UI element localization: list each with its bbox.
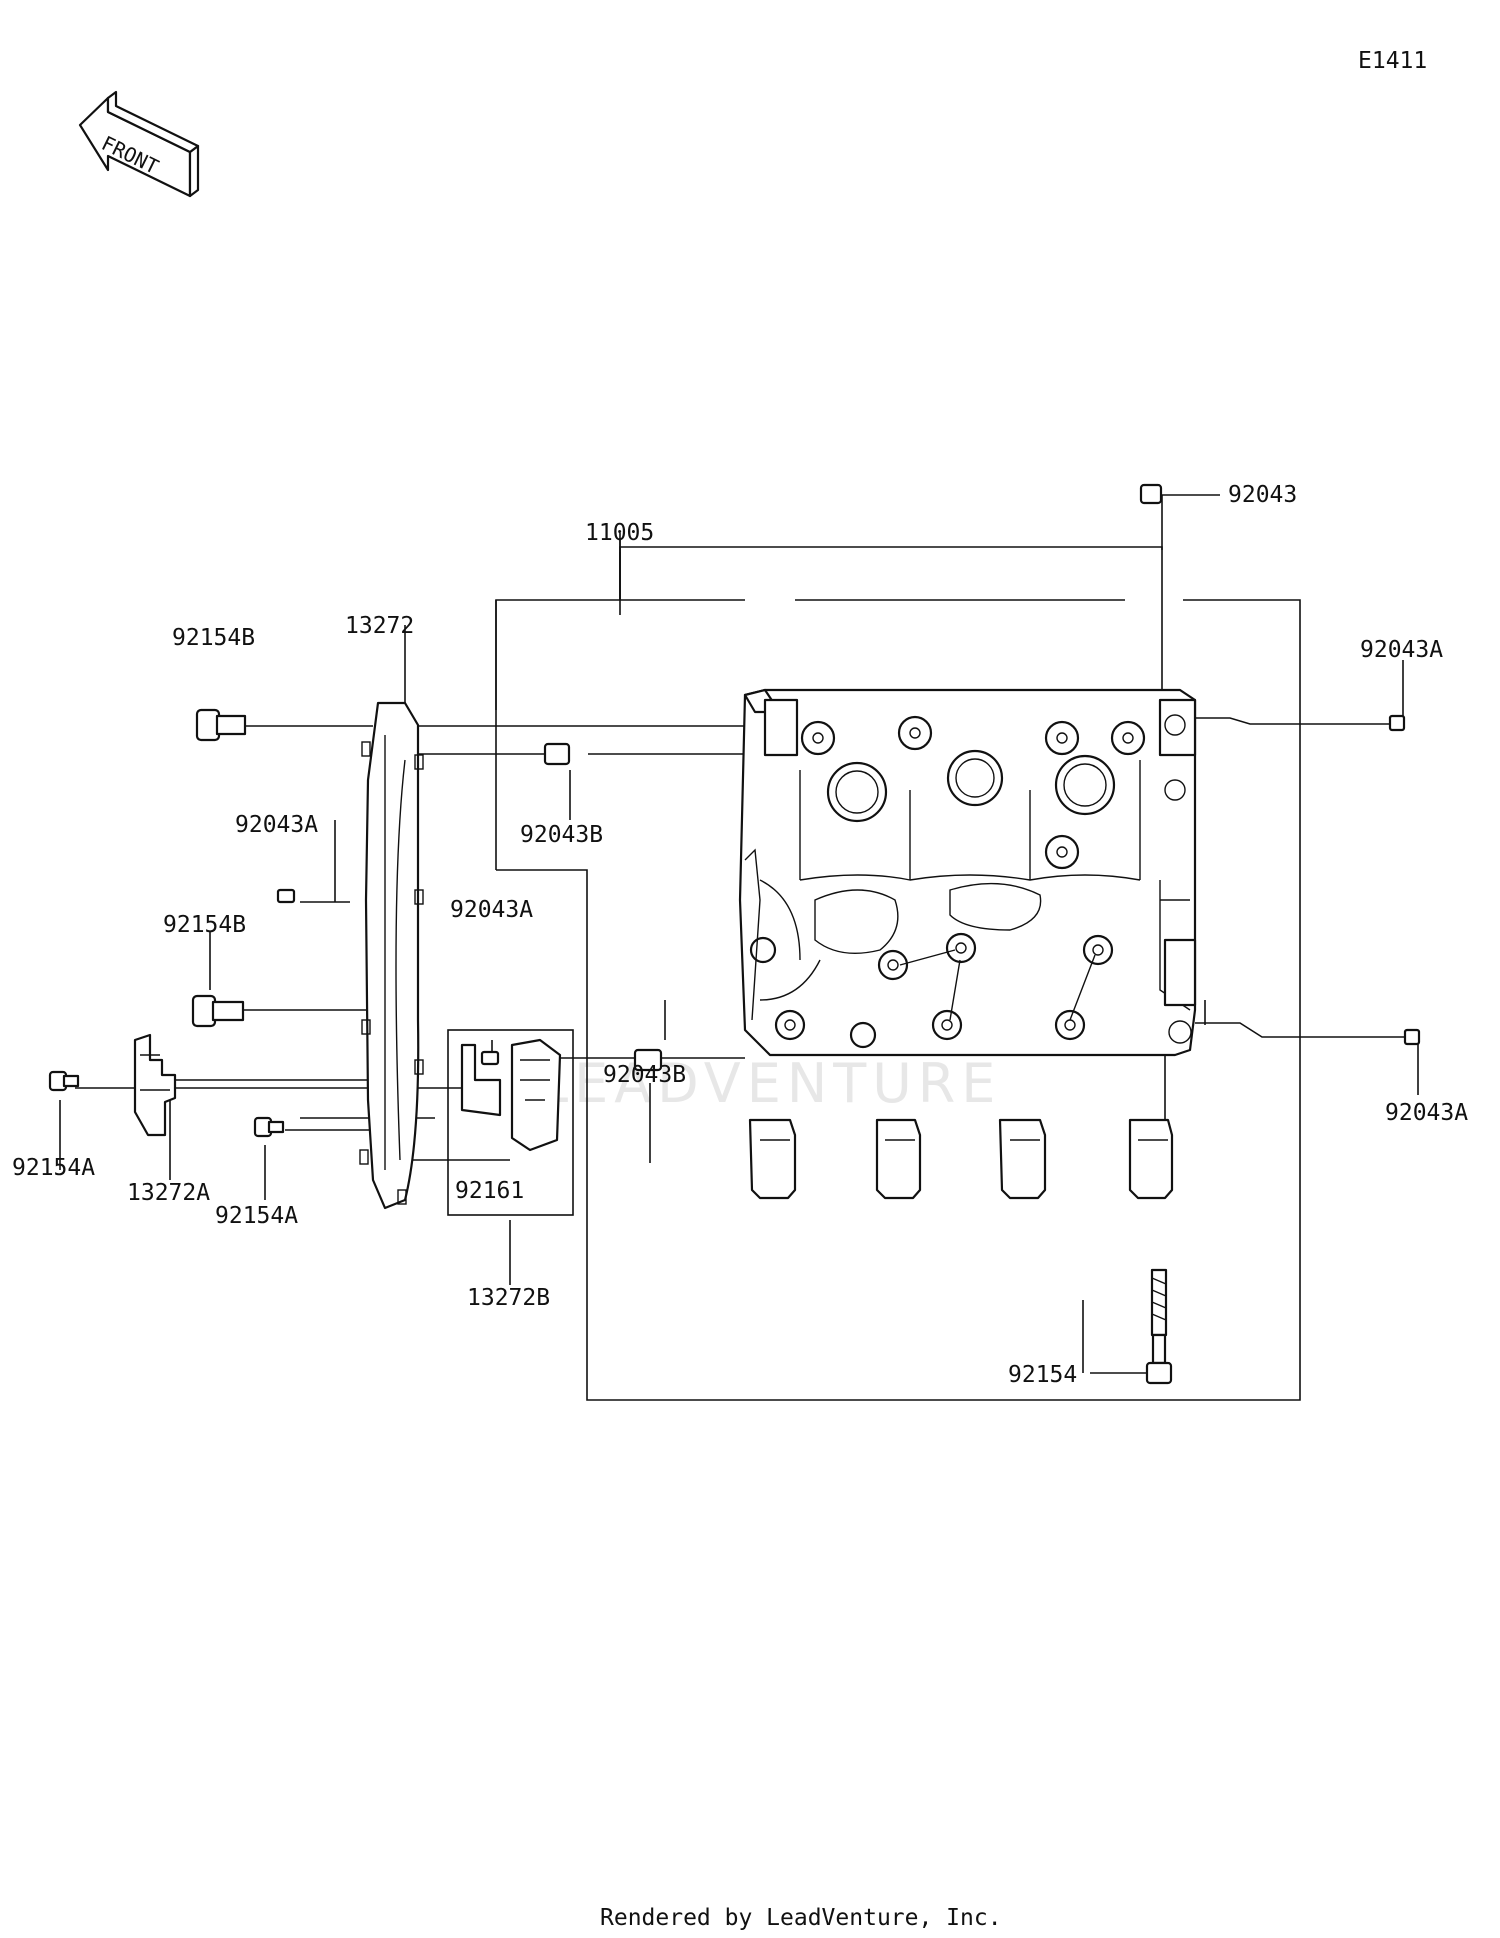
pin-92043a-right-top bbox=[1388, 714, 1406, 732]
bolt-92154b-mid bbox=[191, 994, 245, 1028]
label-92043a-mid: 92043A bbox=[450, 897, 533, 923]
pin-92043b-bottom bbox=[633, 1048, 663, 1072]
label-92043b-bottom: 92043B bbox=[603, 1062, 686, 1088]
bracket-13272a bbox=[133, 1033, 177, 1137]
bearing-caps bbox=[748, 1118, 1174, 1200]
label-13272a: 13272A bbox=[127, 1180, 210, 1206]
label-92043a-left: 92043A bbox=[235, 812, 318, 838]
pin-92043b-top bbox=[543, 742, 571, 766]
bolts bbox=[48, 708, 285, 1138]
label-92154: 92154 bbox=[1008, 1362, 1077, 1388]
gasket-plate bbox=[359, 701, 424, 1210]
leader-lines bbox=[59, 494, 1419, 1374]
pin-92043 bbox=[1139, 483, 1163, 505]
label-92043a-right-bottom: 92043A bbox=[1385, 1100, 1468, 1126]
footer-credit: Rendered by LeadVenture, Inc. bbox=[600, 1905, 1002, 1931]
cylinder-block bbox=[738, 688, 1197, 1057]
main-bolt-92154 bbox=[1145, 1268, 1173, 1385]
dowel-pins bbox=[276, 483, 1421, 1072]
diagram-code: E1411 bbox=[1358, 48, 1427, 74]
label-13272b: 13272B bbox=[467, 1285, 550, 1311]
label-92043a-right-top: 92043A bbox=[1360, 637, 1443, 663]
box-13272b bbox=[447, 1029, 574, 1216]
label-92154b-top: 92154B bbox=[172, 625, 255, 651]
bolt-92154a-left bbox=[48, 1070, 80, 1092]
label-92043b-top: 92043B bbox=[520, 822, 603, 848]
label-92161: 92161 bbox=[455, 1178, 524, 1204]
label-92154b-mid: 92154B bbox=[163, 912, 246, 938]
label-92043: 92043 bbox=[1228, 482, 1297, 508]
label-13272: 13272 bbox=[345, 613, 414, 639]
front-arrow-icon: FRONT bbox=[78, 90, 200, 198]
bolt-92154b-top bbox=[195, 708, 247, 742]
watermark: LEADVENTURE bbox=[538, 1052, 1001, 1115]
bolt-92154a-mid bbox=[253, 1116, 285, 1138]
pin-92043a-mid bbox=[480, 1050, 500, 1066]
pin-92043a-right-bottom bbox=[1403, 1028, 1421, 1046]
label-11005: 11005 bbox=[585, 520, 654, 546]
part-labels: 11005 92043 92043A 92043A 92043A 92043A … bbox=[12, 482, 1468, 1388]
label-92154a-mid: 92154A bbox=[215, 1203, 298, 1229]
label-92154a-left: 92154A bbox=[12, 1155, 95, 1181]
pin-92043a-left bbox=[276, 888, 296, 904]
